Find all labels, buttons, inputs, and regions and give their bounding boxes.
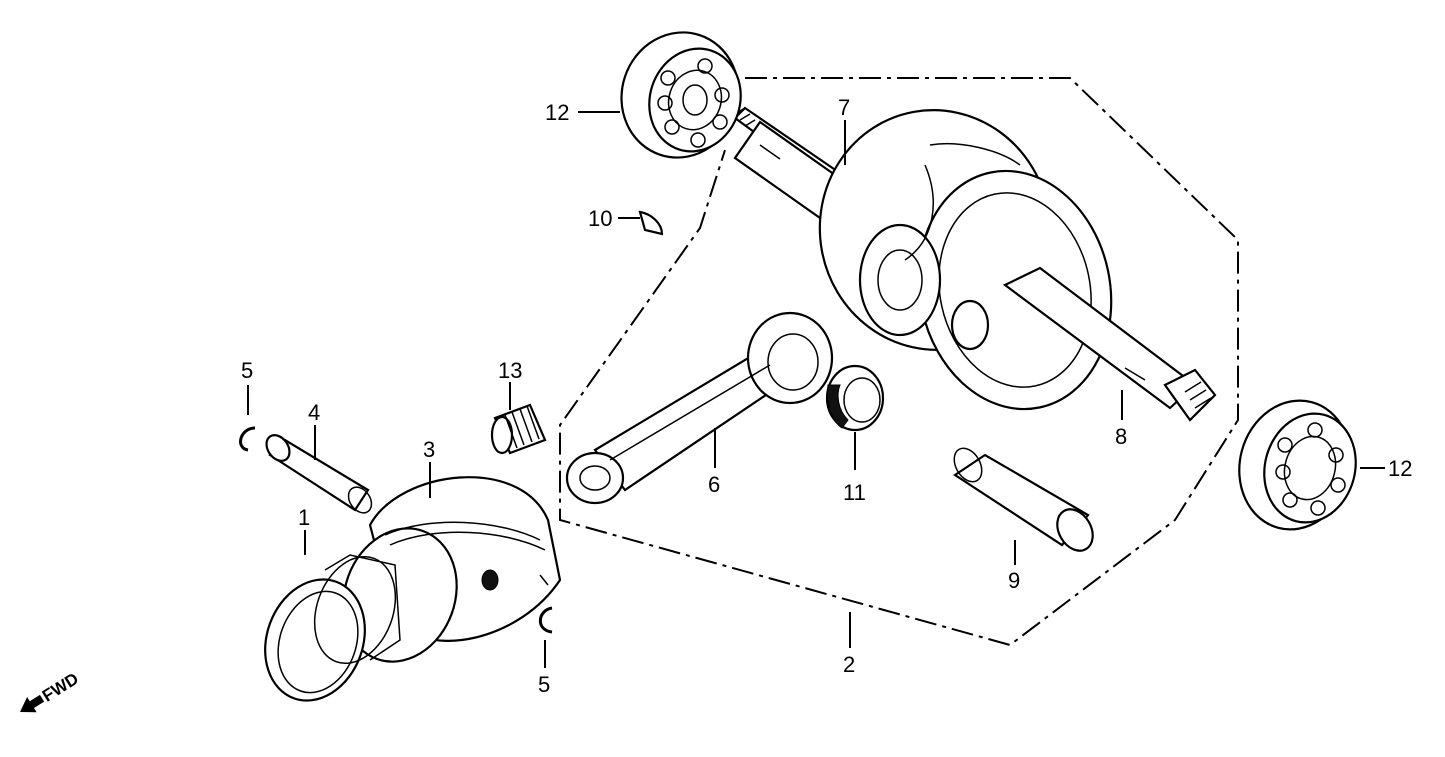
piston [342,476,562,663]
piston-pin [265,434,373,514]
callout-8: 8 [1115,424,1127,449]
callout-5-bottom: 5 [538,672,550,697]
piston-pin-clip-top [239,426,256,452]
fwd-label: FWD [39,669,82,706]
fwd-marker: FWD [20,669,82,713]
callout-6: 6 [708,472,720,497]
callout-4: 4 [308,400,320,425]
callout-12-right: 12 [1388,456,1412,481]
callout-9: 9 [1008,568,1020,593]
needle-bearing-large [825,364,885,432]
callout-2: 2 [843,652,855,677]
ball-bearing-top [620,31,742,159]
callout-11: 11 [843,480,866,505]
callout-13: 13 [498,358,522,383]
callout-5-top: 5 [241,358,253,383]
crankshaft-right-shaft [1002,266,1217,422]
callout-7: 7 [838,95,850,120]
piston-pin-clip-bottom [538,606,553,634]
woodruff-key [638,210,664,236]
callout-1: 1 [298,505,310,530]
arrow-left-icon [20,694,45,713]
callout-10: 10 [588,206,612,231]
connecting-rod [565,311,834,505]
callout-12-top: 12 [545,100,569,125]
ball-bearing-right [1238,399,1357,531]
piston-rings [264,554,401,702]
needle-bearing-small [490,403,547,455]
callout-3: 3 [423,437,435,462]
assembly-boundary [559,77,1239,647]
crank-pin [953,447,1094,552]
